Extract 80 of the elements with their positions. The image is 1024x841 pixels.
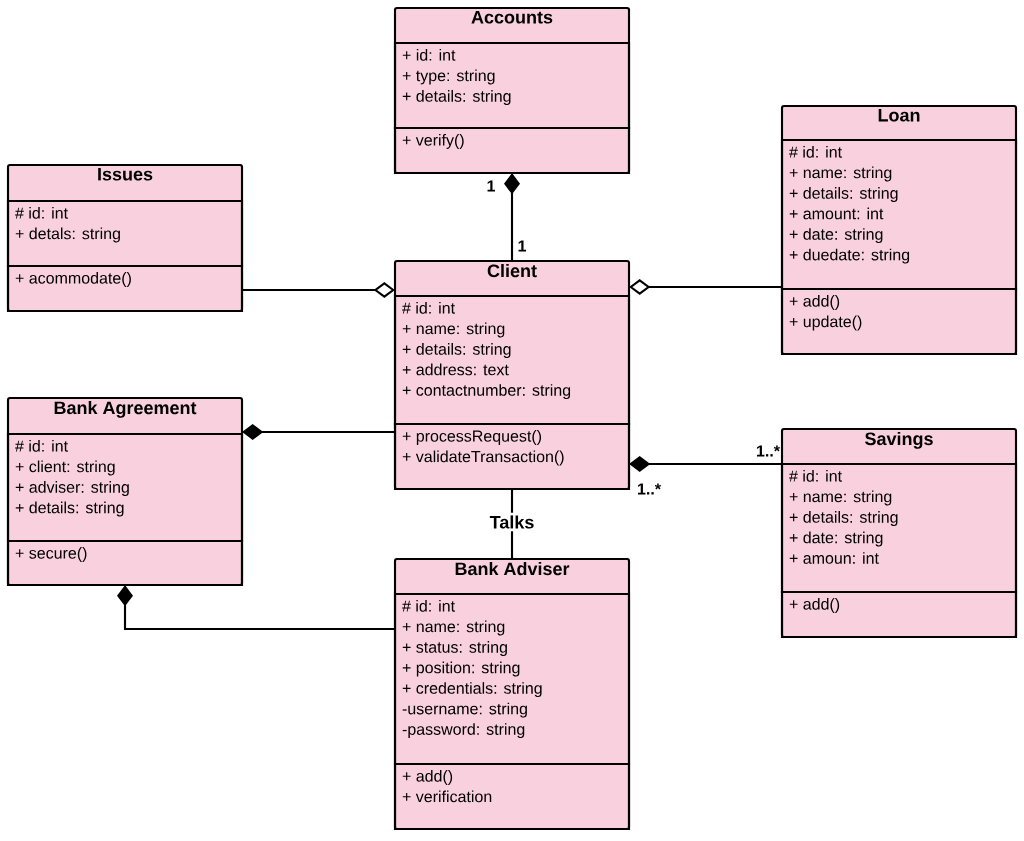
- member-text: + verify(): [402, 134, 464, 149]
- compartment: [780, 462, 1018, 594]
- compartment: [6, 432, 244, 543]
- member-text: + acommodate(): [15, 272, 131, 287]
- compartment: [6, 199, 244, 268]
- composition-line: [242, 424, 395, 440]
- member-text: # id: int: [789, 470, 842, 482]
- compartment: [393, 41, 631, 130]
- compartment: [393, 762, 631, 831]
- compartment: [393, 126, 631, 175]
- compartment: [780, 287, 1018, 356]
- member-text: + update(): [789, 315, 862, 331]
- compartment: [393, 592, 631, 766]
- member-text: + processRequest(): [402, 430, 542, 445]
- class-name: Savings: [865, 432, 933, 449]
- member-text: + add(): [402, 770, 453, 785]
- class-box: [780, 104, 1018, 356]
- compartment: [6, 539, 244, 587]
- member-text: # id: int: [789, 146, 842, 158]
- member-text: + details: string: [789, 511, 898, 526]
- composition-line: [629, 456, 782, 472]
- member-text: + add(): [789, 295, 840, 310]
- member-text: + name: string: [402, 322, 505, 338]
- edge-label: Talks: [489, 515, 534, 529]
- class-name: Client: [487, 264, 537, 278]
- member-text: -username: string: [402, 702, 527, 718]
- member-text: + name: string: [789, 166, 892, 182]
- multiplicity-label: 1..*: [638, 483, 661, 495]
- member-text: + client: string: [15, 460, 115, 476]
- aggregation-line: [629, 279, 782, 295]
- class-box: [780, 427, 1018, 639]
- member-text: + details: string: [789, 187, 898, 202]
- multiplicity-label: 1: [518, 240, 526, 252]
- member-text: + adviser: string: [15, 481, 129, 496]
- member-text: + details: string: [402, 90, 511, 105]
- compartment: [780, 590, 1018, 639]
- member-text: + verification: [402, 790, 492, 803]
- class-box: [393, 557, 631, 831]
- member-text: # id: int: [15, 207, 68, 219]
- member-text: + address: text: [402, 363, 509, 376]
- class-name: Bank Agreement: [54, 401, 197, 418]
- member-text: + name: string: [402, 620, 505, 636]
- member-text: + id: int: [402, 49, 456, 61]
- member-text: + details: string: [15, 501, 124, 517]
- member-text: + duedate: string: [789, 248, 910, 264]
- class-box: [393, 6, 631, 175]
- multiplicity-label: 1..*: [757, 445, 780, 457]
- aggregation-line: [242, 282, 395, 298]
- member-text: + name: string: [789, 490, 892, 506]
- class-box: [393, 259, 631, 491]
- member-text: + add(): [789, 598, 840, 613]
- member-text: + details: string: [402, 343, 511, 358]
- class-box: [6, 396, 244, 587]
- member-text: # id: int: [15, 440, 68, 452]
- member-text: + credentials: string: [402, 682, 542, 698]
- member-text: # id: int: [402, 600, 455, 612]
- composition-line: [504, 173, 520, 261]
- member-text: + position: string: [402, 661, 520, 677]
- member-text: + amount: int: [789, 207, 884, 220]
- class-name: Accounts: [471, 11, 553, 24]
- class-name: Issues: [98, 168, 153, 181]
- composition-line: [117, 585, 395, 631]
- member-text: + detals: string: [15, 227, 120, 243]
- member-text: + contactnumber: string: [402, 384, 571, 400]
- member-text: + status: string: [402, 641, 507, 656]
- compartment: [393, 294, 631, 426]
- member-text: # id: int: [402, 302, 455, 314]
- member-text: -password: string: [402, 723, 525, 739]
- compartment: [393, 422, 631, 491]
- member-text: + validateTransaction(): [402, 450, 564, 466]
- class-box: [6, 163, 244, 313]
- class-name: Bank Adviser: [455, 562, 570, 576]
- compartment: [780, 138, 1018, 291]
- class-name: Loan: [878, 109, 920, 122]
- member-text: + secure(): [15, 547, 87, 562]
- member-text: + amoun: int: [789, 552, 879, 564]
- compartment: [6, 264, 244, 313]
- member-text: + date: string: [789, 531, 883, 547]
- member-text: + type: string: [402, 69, 495, 85]
- member-text: + date: string: [789, 228, 883, 244]
